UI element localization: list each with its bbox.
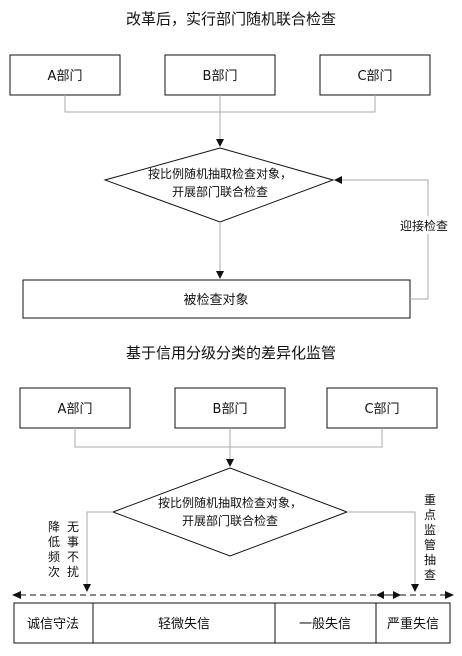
- bottom-merge-connector: [74, 428, 383, 448]
- credit-scale-right-arrowhead: [445, 591, 454, 599]
- bottom-box-dept-b: [174, 387, 286, 429]
- bottom-left-branch-arrow: [83, 511, 113, 592]
- category-honest: 诚信守法: [27, 617, 79, 632]
- top-flow: A部门 B部门 C部门 按比例随机抽取检查对象， 开展部门联合检查 被检查对象 …: [9, 54, 453, 319]
- bottom-dept-c-label: C部门: [364, 402, 399, 417]
- category-general-dishonest: 一般失信: [299, 616, 351, 632]
- category-minor-dishonest: 轻微失信: [158, 617, 210, 632]
- credit-scale-left-arrowhead: [12, 591, 21, 599]
- top-dept-a-label: A部门: [48, 69, 83, 84]
- top-diamond-line1: 按比例随机抽取检查对象，: [148, 166, 292, 181]
- bottom-dept-a-label: A部门: [58, 402, 93, 417]
- credit-category-bar: [13, 602, 451, 644]
- bottom-diamond-line1: 按比例随机抽取检查对象，: [158, 495, 302, 510]
- top-diamond-line2: 开展部门联合检查: [172, 184, 268, 199]
- bottom-dept-b-label: B部门: [213, 402, 248, 417]
- top-feedback-label-bg: [397, 216, 453, 234]
- label-no-disturbance: 无事不扰: [66, 520, 79, 579]
- bottom-decision-diamond: [111, 467, 349, 557]
- label-key-supervision: 重点监管抽查: [423, 493, 436, 582]
- top-box-dept-a: [9, 54, 121, 96]
- top-target-label: 被检查对象: [183, 293, 248, 308]
- bottom-diamond-line2: 开展部门联合检查: [182, 513, 278, 528]
- bottom-right-branch-arrow: [347, 511, 419, 592]
- top-title: 改革后，实行部门随机联合检查: [125, 10, 336, 28]
- bottom-flow: A部门 B部门 C部门 按比例随机抽取检查对象， 开展部门联合检查: [12, 387, 454, 644]
- top-box-dept-b: [164, 54, 276, 96]
- top-feedback-label: 迎接检查: [400, 218, 448, 233]
- top-dept-c-label: C部门: [357, 69, 392, 84]
- bottom-box-dept-c: [326, 387, 438, 429]
- top-dept-b-label: B部门: [203, 69, 238, 84]
- label-reduce-frequency: 降低频次: [47, 520, 60, 579]
- top-feedback-arrow: [334, 176, 429, 300]
- top-box-dept-c: [319, 54, 431, 96]
- bottom-title: 基于信用分级分类的差异化监管: [125, 344, 336, 362]
- top-target-box: [22, 279, 411, 319]
- category-serious-dishonest: 严重失信: [387, 616, 439, 632]
